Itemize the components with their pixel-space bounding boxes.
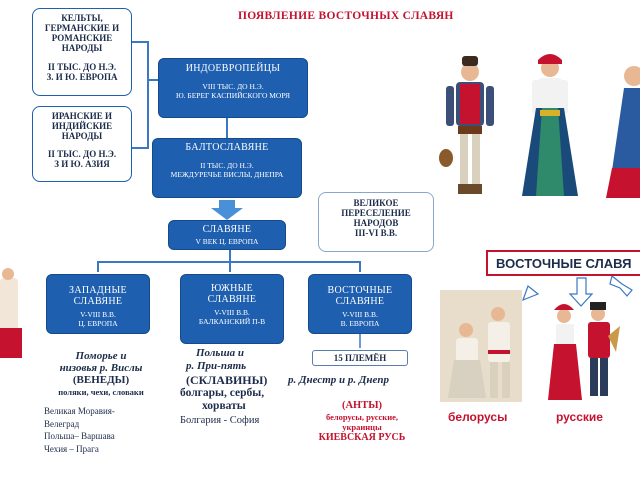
russian-couple-illustration <box>548 302 620 400</box>
east-peoples2: украинцы <box>342 422 382 432</box>
west-description: Поморье и низовья р. Вислы (ВЕНЕДЫ) поля… <box>36 350 166 398</box>
south-region: БАЛКАНСКИЙ П-В <box>198 317 266 326</box>
balto-region: МЕЖДУРЕЧЬЕ ВИСЛЫ, ДНЕПРА <box>170 170 284 179</box>
west-region: Ц. ЕВРОПА <box>78 319 118 328</box>
west-l2: низовья р. Вислы <box>59 362 143 374</box>
east-title1: ВОСТОЧНЫЕ <box>327 285 393 296</box>
west-title2: СЛАВЯНЕ <box>73 296 123 307</box>
west-l3: (ВЕНЕДЫ) <box>72 374 130 386</box>
iranians-date: II ТЫС. ДО Н.Э. <box>47 149 117 159</box>
partial-figure-right-illustration <box>606 66 640 198</box>
east-description: (АНТЫ) белорусы, русские, украинцы КИЕВС… <box>302 400 422 444</box>
label-belarusians: белорусы <box>448 410 508 424</box>
iranians-region: З И Ю. АЗИЯ <box>54 159 110 169</box>
east-peoples1: белорусы, русские, <box>325 412 399 422</box>
balto-title: БАЛТОСЛАВЯНЕ <box>185 142 269 153</box>
folk-costume-man-illustration <box>439 56 494 194</box>
antes-label: (АНТЫ) <box>341 400 383 411</box>
label-russians: русские <box>556 410 603 424</box>
banner-label: ВОСТОЧНЫЕ СЛАВЯ <box>496 256 632 271</box>
slavs-box: СЛАВЯНЕ V ВЕК Ц. ЕВРОПА <box>168 220 286 250</box>
migration-line3: НАРОДОВ <box>353 218 399 228</box>
south-l1: Польша и <box>196 347 244 359</box>
slavs-title: СЛАВЯНЕ <box>202 224 252 235</box>
celts-region: З. И Ю. ЕВРОПА <box>46 72 118 82</box>
west-l1: Поморье и <box>75 350 127 362</box>
west-l8: Чехия – Прага <box>44 443 99 454</box>
west-l7: Польша– Варшава <box>44 431 115 441</box>
south-l5: хорваты <box>202 400 246 412</box>
south-l6: Болгария - София <box>180 415 260 426</box>
tribes-box: 15 ПЛЕМЁН <box>312 350 408 366</box>
indo-title: ИНДОЕВРОПЕЙЦЫ <box>185 63 281 74</box>
west-l6: Велеград <box>44 418 80 429</box>
east-date: V-VIII В.В. <box>342 310 378 319</box>
south-title1: ЮЖНЫЕ <box>210 283 254 294</box>
celts-heading: КЕЛЬТЫ, ГЕРМАНСКИЕ И РОМАНСКИЕ НАРОДЫ <box>44 13 120 53</box>
migration-box: ВЕЛИКОЕ ПЕРЕСЕЛЕНИЕ НАРОДОВ III-VI В.В. <box>318 192 434 252</box>
south-l4: болгары, сербы, <box>180 387 265 399</box>
page-title: ПОЯВЛЕНИЕ ВОСТОЧНЫХ СЛАВЯН <box>238 10 454 22</box>
migration-line1: ВЕЛИКОЕ <box>353 198 399 208</box>
south-l2: р. При-пять <box>186 360 247 372</box>
east-rivers: р. Днестр и р. Днепр <box>288 374 390 386</box>
west-states: Великая Моравия- Велеград Польша– Варшав… <box>44 405 154 455</box>
west-l5: Великая Моравия- <box>44 406 115 416</box>
slavs-sub: V ВЕК Ц. ЕВРОПА <box>195 237 259 246</box>
kievan-rus-label: КИЕВСКАЯ РУСЬ <box>318 432 406 443</box>
iranians-heading: ИРАНСКИЕ И ИНДИЙСКИЕ НАРОДЫ <box>51 111 113 141</box>
indoeuropeans-box: ИНДОЕВРОПЕЙЦЫ VIII ТЫС. ДО Н.Э. Ю. БЕРЕГ… <box>158 58 308 118</box>
west-slavs-box: ЗАПАДНЫЕ СЛАВЯНЕ V-VIII В.В. Ц. ЕВРОПА <box>46 274 150 334</box>
east-title2: СЛАВЯНЕ <box>335 296 385 307</box>
west-date: V-VIII В.В. <box>80 310 116 319</box>
indo-date: VIII ТЫС. ДО Н.Э. <box>202 82 264 91</box>
west-title1: ЗАПАДНЫЕ <box>69 285 127 296</box>
south-title2: СЛАВЯНЕ <box>207 294 257 305</box>
belarusian-family-illustration <box>440 290 522 402</box>
south-description: Польша и р. При-пять (СКЛАВИНЫ) болгары,… <box>172 347 292 429</box>
balto-date: II ТЫС. ДО Н.Э. <box>200 161 254 170</box>
migration-line4: III-VI В.В. <box>354 228 398 238</box>
west-l4: поляки, чехи, словаки <box>58 387 144 397</box>
east-region: В. ЕВРОПА <box>340 319 380 328</box>
indo-region: Ю. БЕРЕГ КАСПИЙСКОГО МОРЯ <box>175 91 291 100</box>
south-slavs-box: ЮЖНЫЕ СЛАВЯНЕ V-VIII В.В. БАЛКАНСКИЙ П-В <box>180 274 284 344</box>
south-l3: (СКЛАВИНЫ) <box>186 373 268 387</box>
baltoslavs-box: БАЛТОСЛАВЯНЕ II ТЫС. ДО Н.Э. МЕЖДУРЕЧЬЕ … <box>152 138 302 198</box>
tribes-label: 15 ПЛЕМЁН <box>333 353 387 363</box>
east-slavs-banner: ВОСТОЧНЫЕ СЛАВЯ <box>486 250 640 276</box>
celts-box: КЕЛЬТЫ, ГЕРМАНСКИЕ И РОМАНСКИЕ НАРОДЫ II… <box>32 8 132 96</box>
migration-line2: ПЕРЕСЕЛЕНИЕ <box>341 208 411 218</box>
iranians-box: ИРАНСКИЕ И ИНДИЙСКИЕ НАРОДЫ II ТЫС. ДО Н… <box>32 106 132 182</box>
folk-costume-woman-illustration <box>522 54 578 196</box>
partial-figure-left-illustration <box>0 268 22 358</box>
south-date: V-VIII В.В. <box>214 308 250 317</box>
east-slavs-box: ВОСТОЧНЫЕ СЛАВЯНЕ V-VIII В.В. В. ЕВРОПА <box>308 274 412 334</box>
celts-date: II ТЫС. ДО Н.Э. <box>47 62 117 72</box>
